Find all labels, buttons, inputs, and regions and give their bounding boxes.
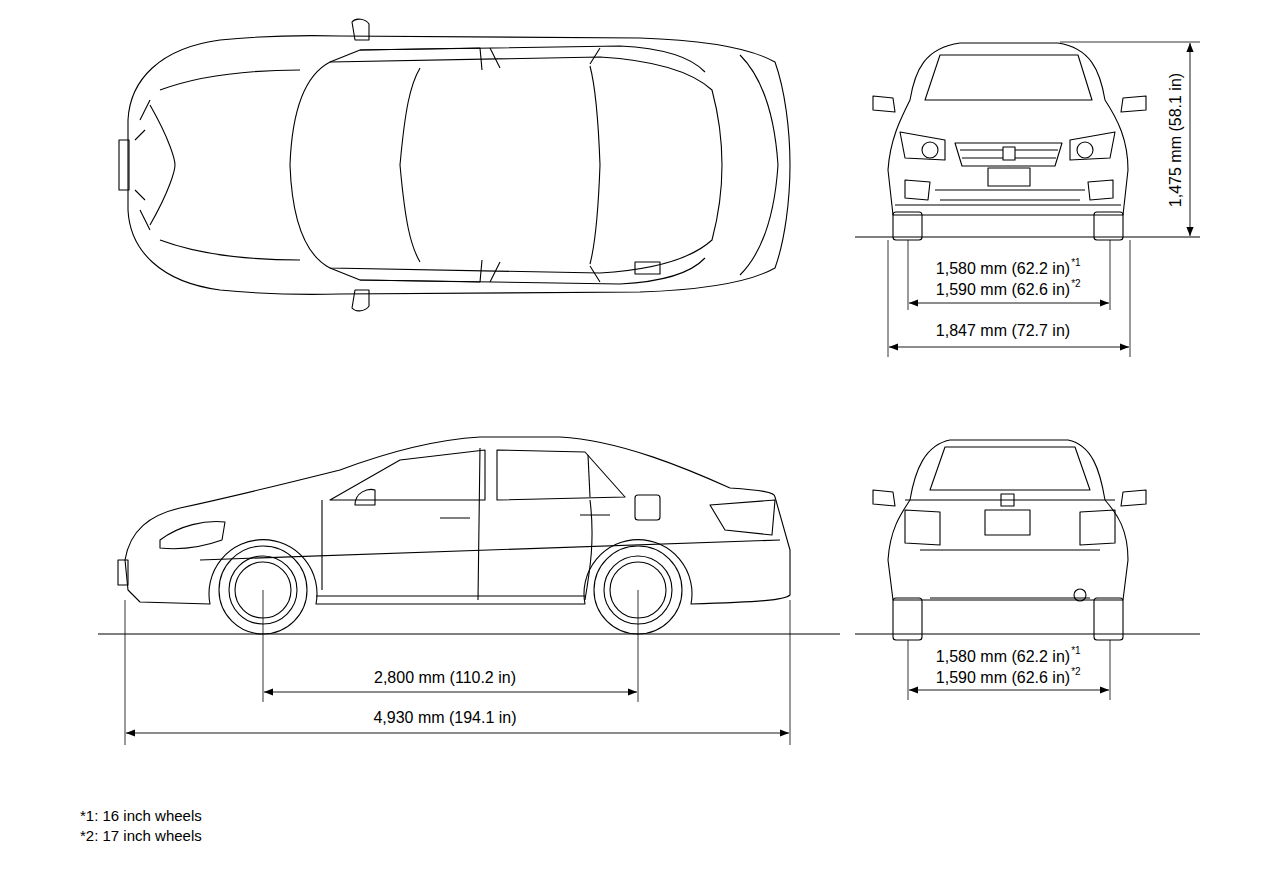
dimension-label: 2,800 mm (110.2 in) <box>374 669 516 687</box>
dimension-label: 1,580 mm (62.2 in) <box>936 648 1070 666</box>
dimension-label: 1,847 mm (72.7 in) <box>936 322 1070 340</box>
dimension-label: 1,590 mm (62.6 in) <box>936 669 1070 687</box>
extension-lines <box>125 42 1200 745</box>
footnote-marker: *1 <box>1071 645 1080 657</box>
top-view <box>119 19 790 311</box>
dimension-label: 1,590 mm (62.6 in) <box>936 281 1070 299</box>
dimension-label: 1,475 mm (58.1 in) <box>1167 73 1185 207</box>
front-view <box>873 43 1146 240</box>
dimension-label: 4,930 mm (194.1 in) <box>373 709 516 727</box>
footnote-marker: *2 <box>1071 278 1080 290</box>
dimension-lines <box>126 43 1190 733</box>
side-view <box>118 437 790 634</box>
footnote: *2: 17 inch wheels <box>80 827 202 844</box>
footnote-marker: *2 <box>1071 666 1080 678</box>
dimension-label: 1,580 mm (62.2 in) <box>936 260 1070 278</box>
footnote: *1: 16 inch wheels <box>80 807 202 824</box>
rear-view <box>873 440 1146 640</box>
footnote-marker: *1 <box>1071 257 1080 269</box>
